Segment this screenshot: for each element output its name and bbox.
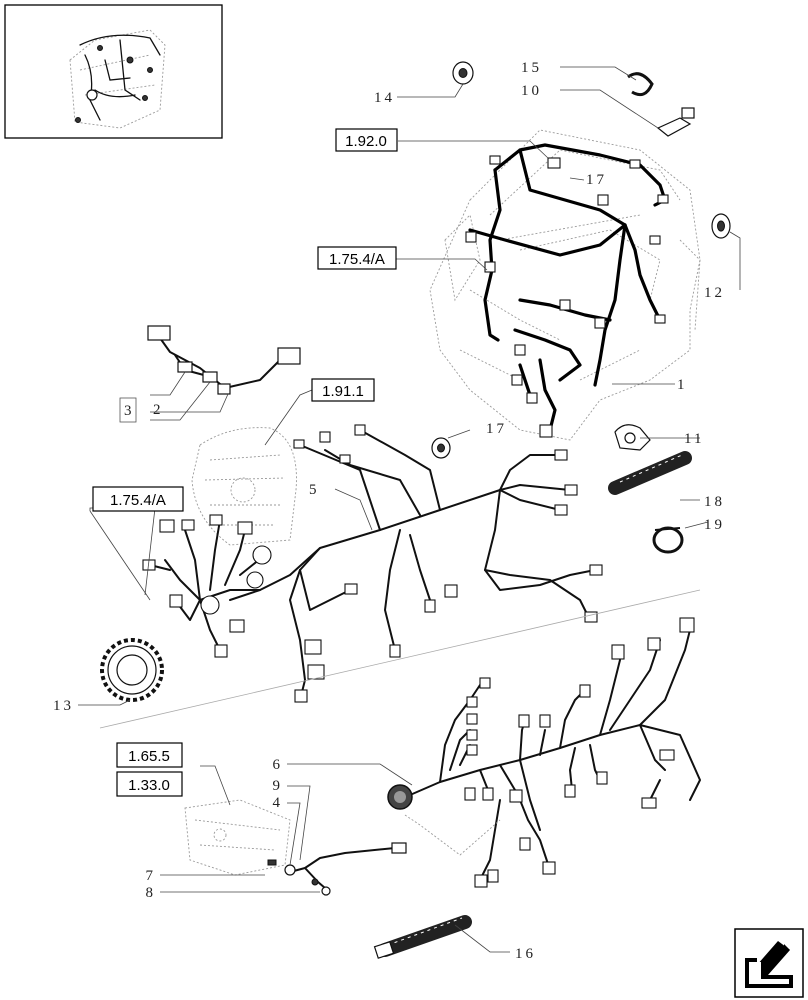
callout-16: 16 (515, 946, 536, 962)
thumbnail-inset (4, 4, 223, 139)
callout-17-mid: 17 (486, 421, 507, 437)
callout-labels: 15 14 10 17 12 1 17 11 18 19 2 5 13 6 9 … (53, 60, 725, 962)
gear-13 (100, 638, 164, 702)
callout-6: 6 (273, 757, 284, 773)
ref-label: 1.75.4/A (110, 492, 166, 509)
ref-box-1-65-5[interactable]: 1.65.5 (116, 742, 183, 768)
callout-14: 14 (374, 90, 395, 106)
callout-13: 13 (53, 698, 74, 714)
ref-label: 1.91.1 (322, 383, 364, 400)
cab-harness (465, 143, 669, 438)
sleeve-18 (608, 451, 692, 495)
clip-15 (627, 72, 654, 97)
ref-label: 1.75.4/A (329, 251, 385, 268)
instrument-panel-outline (191, 427, 297, 546)
sensor-cable (267, 842, 407, 896)
callout-9: 9 (273, 778, 284, 794)
callout-3-box: 3 (119, 397, 137, 423)
grommet-12 (711, 213, 731, 239)
callout-3: 3 (124, 403, 135, 419)
leader-lines (78, 66, 741, 953)
ref-label: 1.33.0 (128, 777, 170, 794)
ref-box-1-33-0[interactable]: 1.33.0 (116, 771, 183, 797)
cab-frame-outline (429, 129, 701, 441)
dashboard-harness (142, 424, 603, 703)
ref-label: 1.92.0 (345, 133, 387, 150)
callout-17-top: 17 (586, 172, 607, 188)
ref-box-1-92-0[interactable]: 1.92.0 (335, 128, 398, 152)
ref-box-1-75-4-a-left[interactable]: 1.75.4/A (92, 486, 184, 512)
callout-11: 11 (684, 431, 704, 447)
jumper-harness (147, 325, 301, 395)
callout-18: 18 (704, 494, 725, 510)
callout-4: 4 (273, 795, 284, 811)
grommet-14 (452, 61, 474, 85)
callout-1: 1 (677, 377, 688, 393)
callout-2: 2 (153, 402, 164, 418)
next-page-arrow-icon[interactable] (734, 928, 804, 998)
transmission-housing-outline (184, 799, 291, 876)
transmission-harness (387, 617, 701, 888)
section-divider (99, 589, 701, 729)
ref-box-1-75-4-a-top[interactable]: 1.75.4/A (317, 246, 397, 270)
ref-box-1-91-1[interactable]: 1.91.1 (311, 378, 375, 402)
sleeve-16 (373, 915, 472, 959)
clip-11 (614, 424, 651, 451)
callout-10: 10 (521, 83, 542, 99)
callout-7: 7 (146, 868, 157, 884)
grommet-17 (431, 437, 451, 459)
callout-19: 19 (704, 517, 725, 533)
callout-15: 15 (521, 60, 542, 76)
callout-12: 12 (704, 285, 725, 301)
ref-label: 1.65.5 (128, 748, 170, 765)
callout-5: 5 (309, 482, 320, 498)
clamp-19 (652, 526, 684, 554)
callout-8: 8 (146, 885, 157, 901)
connector-10 (656, 107, 695, 137)
